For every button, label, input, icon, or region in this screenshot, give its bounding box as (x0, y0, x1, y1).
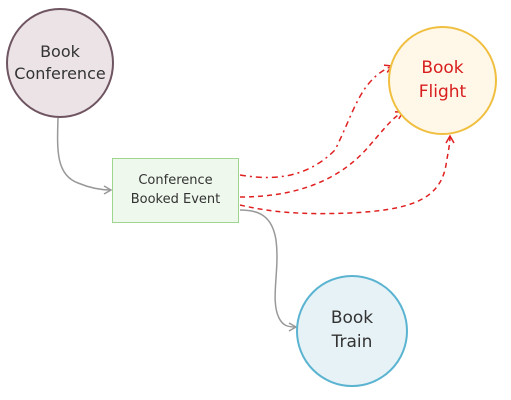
node-book-flight: Book Flight (388, 26, 497, 135)
edge-event-to-book-flight-3 (239, 134, 455, 215)
node-book-flight-line2: Flight (418, 81, 467, 102)
edge-book-conference-to-event (56, 117, 113, 195)
node-book-train: Book Train (296, 275, 408, 387)
node-book-conference-line1: Book (40, 41, 80, 61)
node-book-conference: Book Conference (6, 8, 114, 118)
edge-event-to-book-flight-2 (239, 111, 405, 198)
node-event-line1: Conference (138, 173, 213, 189)
node-book-flight-line1: Book (421, 57, 464, 78)
node-book-train-line2: Train (331, 332, 373, 352)
node-event-line2: Booked Event (130, 191, 221, 207)
edge-event-to-book-flight-1 (239, 64, 394, 179)
node-book-train-line1: Book (330, 308, 374, 329)
node-book-conference-line2: Conference (14, 64, 106, 83)
node-conference-booked-event: Conference Booked Event (112, 158, 239, 223)
edge-event-to-book-train (239, 209, 298, 332)
